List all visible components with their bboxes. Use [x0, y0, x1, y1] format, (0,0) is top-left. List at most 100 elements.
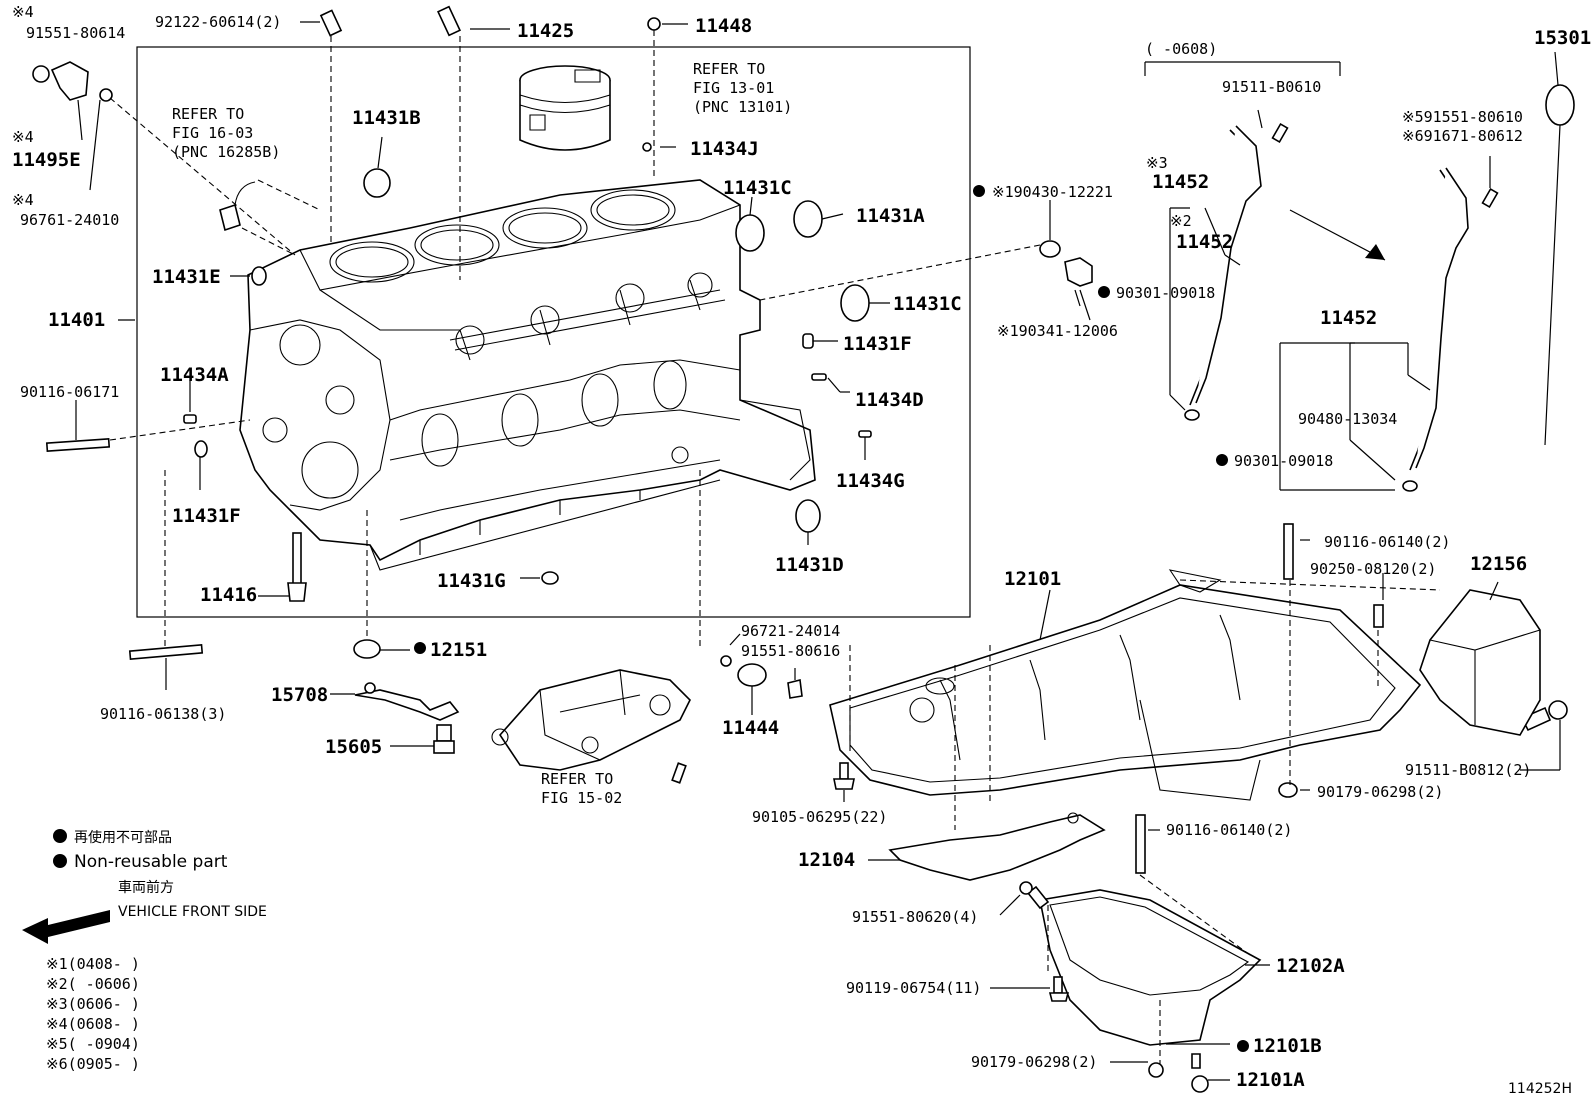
- label-refer16: REFER TO: [172, 105, 244, 123]
- label-11401: 11401: [48, 309, 105, 331]
- label-12156: 12156: [1470, 553, 1527, 575]
- label-refer13: REFER TO: [693, 60, 765, 78]
- bolt-90105: [833, 762, 855, 790]
- oil-pump-assembly: [491, 669, 691, 771]
- legend-nonreusable-jp: 再使用不可部品: [74, 829, 172, 846]
- plug-15605: [433, 724, 455, 754]
- label-190341: ※190341-12006: [997, 322, 1118, 340]
- bracket-15708: [354, 682, 460, 721]
- plug-11431C-a: [735, 214, 765, 252]
- cover-12156: [1419, 589, 1541, 736]
- label-91551-80616: 91551-80616: [741, 642, 840, 660]
- dipstick-guide-0608: [1144, 61, 1341, 421]
- label-refer13c: (PNC 13101): [693, 98, 792, 116]
- stud-90116-06138: [128, 470, 204, 660]
- part-labels: ※4 91551-80614 92122-60614(2) 11425 1144…: [12, 3, 1591, 1091]
- label-90301-a: 90301-09018: [1116, 284, 1215, 302]
- label-91551-80614: 91551-80614: [26, 24, 125, 42]
- label-refer16b: FIG 16-03: [172, 124, 253, 142]
- plug-11431E: [251, 266, 267, 286]
- plug-11448: [647, 17, 661, 180]
- stud-90250: [1373, 604, 1384, 628]
- label-90116-06140-a: 90116-06140(2): [1324, 533, 1450, 551]
- legend-dot-icon: [53, 829, 67, 843]
- piston-drawing: [519, 65, 611, 151]
- label-11434J: 11434J: [690, 138, 759, 160]
- label-190430: ※190430-12221: [992, 183, 1113, 201]
- stud-90116-06140-b: [1135, 814, 1146, 874]
- oil-jet-11444: [699, 470, 803, 699]
- legend: 再使用不可部品 Non-reusable part 車両前方 VEHICLE F…: [22, 829, 267, 944]
- label-90116-06140-b: 90116-06140(2): [1166, 821, 1292, 839]
- dipstick-15301: [1544, 84, 1575, 446]
- label-12101B: 12101B: [1253, 1035, 1322, 1057]
- label-90480: 90480-13034: [1298, 410, 1397, 428]
- label-refer16c: (PNC 16285B): [172, 143, 280, 161]
- footnote-2: ※2( -0606): [46, 975, 140, 993]
- mark-4b: ※4: [12, 128, 34, 146]
- oil-pan-12101: [829, 569, 1422, 801]
- stud-11425: [437, 5, 461, 280]
- label-11431G: 11431G: [437, 570, 506, 592]
- label-11431F-b: 11431F: [172, 505, 241, 527]
- mark-4a: ※4: [12, 3, 34, 21]
- label-91511-B0610: 91511-B0610: [1222, 78, 1321, 96]
- label-11431A: 11431A: [856, 205, 925, 227]
- label-11448: 11448: [695, 15, 752, 37]
- footnote-1: ※1(0408- ): [46, 955, 140, 973]
- leader-lines: [75, 21, 1561, 1081]
- label-11431C-b: 11431C: [893, 293, 962, 315]
- plug-11431A: [793, 200, 823, 238]
- label-12104: 12104: [798, 849, 855, 871]
- label-11444: 11444: [722, 717, 779, 739]
- pin-11434A: [183, 414, 197, 424]
- label-range-0608: ( -0608): [1145, 40, 1217, 58]
- label-15301: 15301: [1534, 27, 1591, 49]
- sensor-16285B: [219, 179, 321, 256]
- label-90116-06171: 90116-06171: [20, 383, 119, 401]
- label-11431D: 11431D: [775, 554, 844, 576]
- label-11431C-a: 11431C: [723, 177, 792, 199]
- nonreusable-dot: [414, 642, 426, 654]
- cap-12151: [353, 510, 381, 659]
- baffle-12104: [888, 812, 1106, 881]
- footnote-3: ※3(0606- ): [46, 995, 140, 1013]
- label-90179-a: 90179-06298(2): [1317, 783, 1443, 801]
- bolt-90119: [1048, 976, 1070, 1002]
- stud-90116-06140-a: [1283, 523, 1294, 580]
- cylinder-block-frame: [136, 46, 971, 618]
- plug-11431G: [541, 571, 559, 585]
- label-11434G: 11434G: [836, 470, 905, 492]
- oil-pan-12102A: [1039, 889, 1262, 1093]
- label-15708: 15708: [271, 684, 328, 706]
- label-12101A: 12101A: [1236, 1069, 1305, 1091]
- footnotes: ※1(0408- ) ※2( -0606) ※3(0606- ) ※4(0608…: [46, 955, 140, 1073]
- label-90301-b: 90301-09018: [1234, 452, 1333, 470]
- label-refer15b: FIG 15-02: [541, 789, 622, 807]
- label-11431E: 11431E: [152, 266, 221, 288]
- label-92122: 92122-60614(2): [155, 13, 281, 31]
- bracket-11495E: [32, 61, 296, 256]
- footnote-6: ※6(0905- ): [46, 1055, 140, 1073]
- stud-90116-06171: [45, 419, 251, 453]
- label-91511-B0812: 91511-B0812(2): [1405, 761, 1531, 779]
- stud-92122: [319, 9, 343, 245]
- drain-plug-area: [759, 240, 1093, 301]
- mark-3: ※3: [1146, 154, 1168, 172]
- footnote-4: ※4(0608- ): [46, 1015, 140, 1033]
- plug-11431C-b: [840, 284, 870, 322]
- label-refer15: REFER TO: [541, 770, 613, 788]
- bolt-15-02: [671, 762, 687, 784]
- nut-90179-a: [1278, 782, 1298, 798]
- label-96761: 96761-24010: [20, 211, 119, 229]
- label-12151: 12151: [430, 639, 487, 661]
- cylinder-block-drawing: [239, 179, 816, 571]
- label-90119: 90119-06754(11): [846, 979, 981, 997]
- nonreusable-dot: [1216, 454, 1228, 466]
- label-11452-c: 11452: [1320, 307, 1377, 329]
- mark-4c: ※4: [12, 191, 34, 209]
- nonreusable-dot: [1098, 286, 1110, 298]
- label-11434D: 11434D: [855, 389, 924, 411]
- legend-front-jp: 車両前方: [118, 879, 174, 896]
- label-96721: 96721-24014: [741, 622, 840, 640]
